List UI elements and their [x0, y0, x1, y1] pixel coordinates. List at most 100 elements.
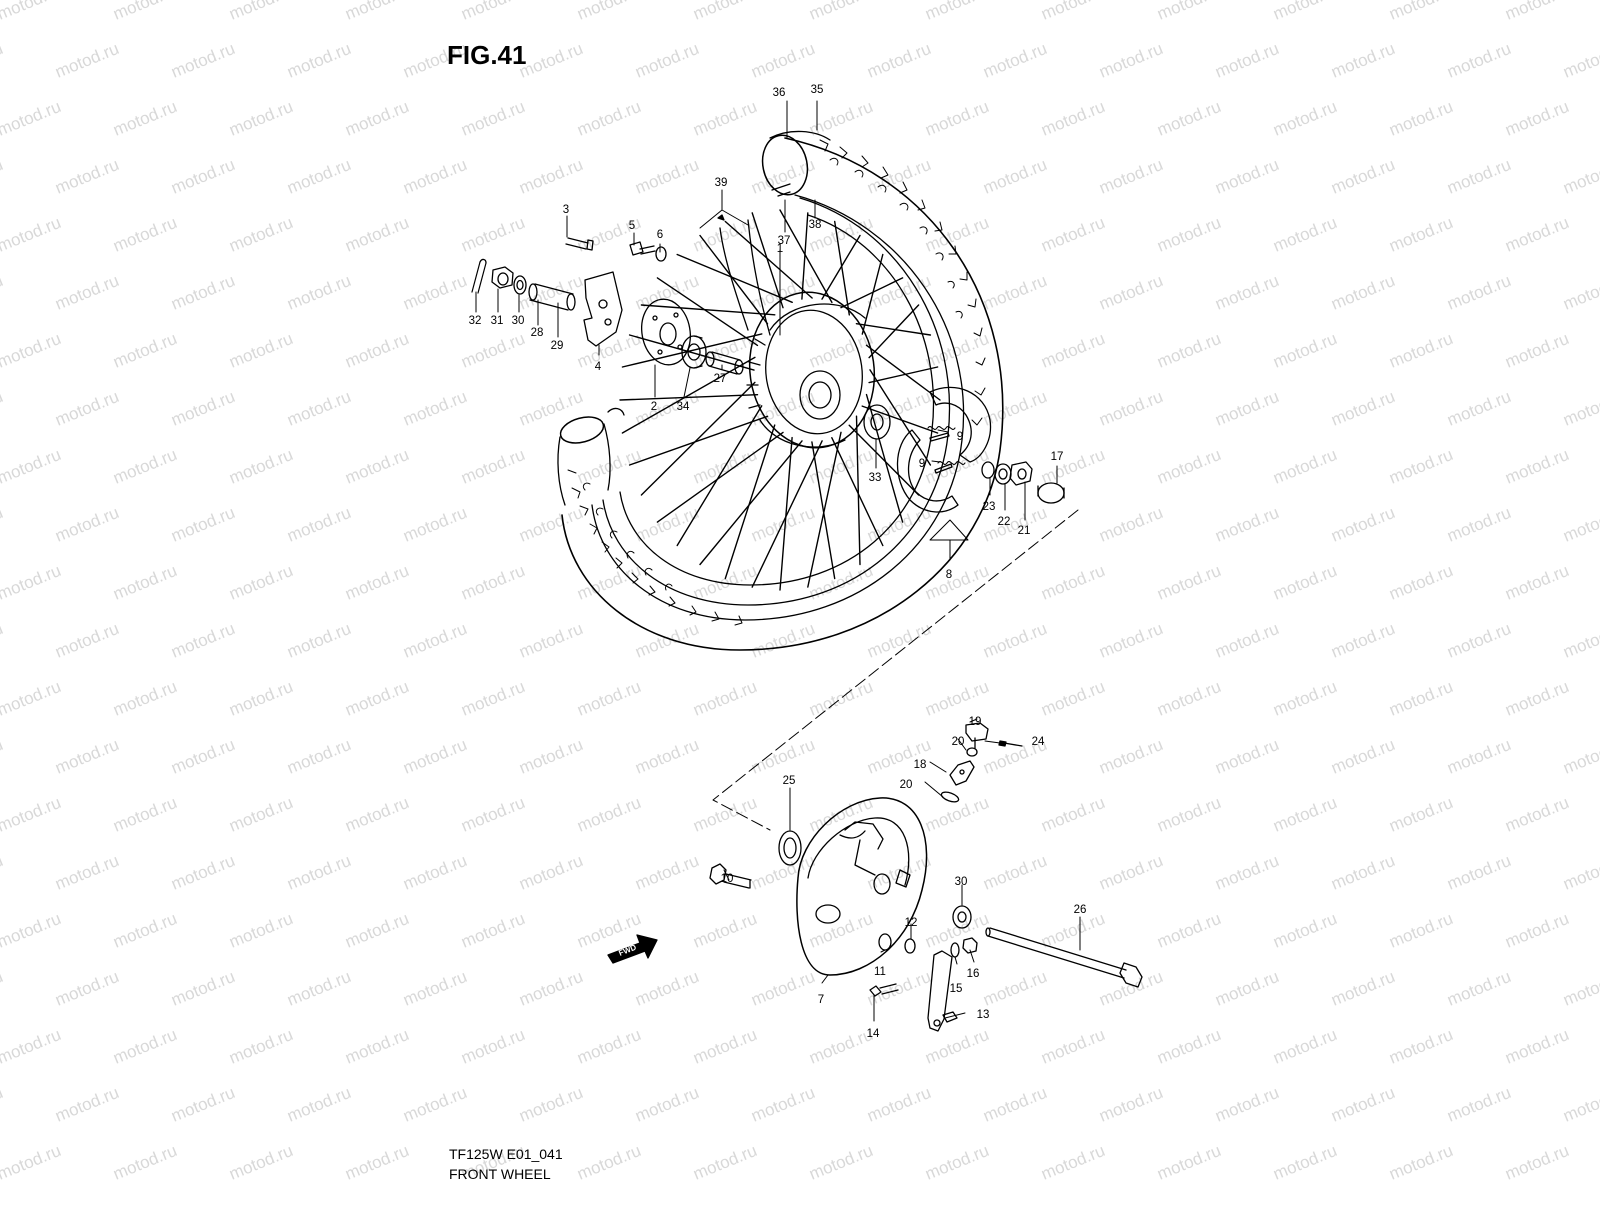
watermark-text: motod.ru: [284, 503, 353, 546]
watermark-text: motod.ru: [574, 0, 643, 24]
watermark-text: motod.ru: [1560, 387, 1600, 430]
watermark-text: motod.ru: [1096, 387, 1165, 430]
watermark-text: motod.ru: [1270, 677, 1339, 720]
watermark-text: motod.ru: [1502, 561, 1571, 604]
watermark-text: motod.ru: [1154, 0, 1223, 24]
watermark-text: motod.ru: [52, 967, 121, 1010]
watermark-text: motod.ru: [516, 387, 585, 430]
callout-label: 15: [950, 983, 963, 995]
watermark-text: motod.ru: [52, 387, 121, 430]
callout-label: 27: [714, 373, 727, 385]
watermark-text: motod.ru: [1444, 39, 1513, 82]
callout-label: 31: [491, 315, 504, 327]
leader-lines: [475, 100, 1081, 1022]
watermark-text: motod.ru: [168, 155, 237, 198]
watermark-text: motod.ru: [516, 39, 585, 82]
cable-adjuster-19: [965, 722, 989, 749]
watermark-text: motod.ru: [632, 967, 701, 1010]
nut-16: [962, 937, 978, 954]
watermark-text: motod.ru: [1560, 851, 1600, 894]
callout-label: 9: [919, 458, 925, 470]
watermark-text: motod.ru: [690, 1141, 759, 1184]
watermark-text: motod.ru: [516, 503, 585, 546]
watermark-text: motod.ru: [632, 155, 701, 198]
watermark-text: motod.ru: [168, 271, 237, 314]
watermark-text: motod.ru: [342, 213, 411, 256]
watermark-text: motod.ru: [458, 793, 527, 836]
callout-label: 37: [778, 235, 791, 247]
spring-9: [927, 426, 966, 465]
watermark-text: motod.ru: [632, 1083, 701, 1126]
callout-label: 39: [715, 177, 728, 189]
watermark-text: motod.ru: [0, 1141, 64, 1184]
watermark-text: motod.ru: [0, 1083, 6, 1126]
spoke: [656, 277, 759, 347]
watermark-text: motod.ru: [168, 1083, 237, 1126]
watermark-text: motod.ru: [284, 1083, 353, 1126]
watermark-text: motod.ru: [400, 1083, 469, 1126]
watermark-text: motod.ru: [1444, 967, 1513, 1010]
callout-label: 5: [629, 220, 635, 232]
watermark-text: motod.ru: [1560, 967, 1600, 1010]
watermark-text: motod.ru: [52, 1083, 121, 1126]
watermark-text: motod.ru: [690, 561, 759, 604]
tube-36: [761, 130, 831, 197]
watermark-text: motod.ru: [1444, 503, 1513, 546]
watermark-text: motod.ru: [980, 39, 1049, 82]
watermark-text: motod.ru: [1154, 1025, 1223, 1068]
watermark-text: motod.ru: [0, 0, 64, 24]
watermark-text: motod.ru: [168, 735, 237, 778]
watermark-text: motod.ru: [1560, 619, 1600, 662]
spoke: [676, 253, 793, 303]
watermark-text: motod.ru: [0, 1025, 64, 1068]
watermark-text: motod.ru: [168, 967, 237, 1010]
watermark-text: motod.ru: [1154, 213, 1223, 256]
spoke: [861, 405, 939, 434]
watermark-text: motod.ru: [1444, 851, 1513, 894]
watermark-text: motod.ru: [226, 445, 295, 488]
watermark-text: motod.ru: [574, 677, 643, 720]
watermark-text: motod.ru: [1386, 329, 1455, 372]
spoke: [628, 334, 755, 371]
watermark-text: motod.ru: [1096, 1083, 1165, 1126]
watermark-text: motod.ru: [52, 619, 121, 662]
sprocket-disc-2: [641, 298, 691, 366]
oil-seal-25: [778, 830, 802, 866]
watermark-text: motod.ru: [690, 1025, 759, 1068]
watermark-text: motod.ru: [806, 0, 875, 24]
watermark-text: motod.ru: [110, 213, 179, 256]
watermark-text: motod.ru: [0, 967, 6, 1010]
watermark-text: motod.ru: [1212, 1083, 1281, 1126]
watermark-text: motod.ru: [458, 97, 527, 140]
watermark-text: motod.ru: [284, 387, 353, 430]
spoke: [779, 209, 833, 304]
watermark-text: motod.ru: [1212, 39, 1281, 82]
watermark-text: motod.ru: [1560, 39, 1600, 82]
watermark-text: motod.ru: [690, 677, 759, 720]
spoke-set-39: [717, 214, 771, 336]
watermark-text: motod.ru: [52, 155, 121, 198]
washer-22: [994, 463, 1012, 485]
watermark-text: motod.ru: [864, 271, 933, 314]
watermark-text: motod.ru: [1444, 619, 1513, 662]
watermark-text: motod.ru: [1386, 793, 1455, 836]
watermark-text: motod.ru: [1560, 155, 1600, 198]
watermark-text: motod.ru: [1444, 387, 1513, 430]
spoke: [640, 381, 756, 496]
watermark-text: motod.ru: [226, 677, 295, 720]
watermark-text: motod.ru: [110, 445, 179, 488]
watermark-text: motod.ru: [342, 561, 411, 604]
watermark-text: motod.ru: [1154, 909, 1223, 952]
ring-12: [904, 938, 916, 954]
watermark-text: motod.ru: [0, 387, 6, 430]
watermark-text: motod.ru: [1038, 1141, 1107, 1184]
watermark-text: motod.ru: [226, 329, 295, 372]
callout-label: 30: [512, 315, 525, 327]
spacer-28: [528, 283, 576, 311]
watermark-text: motod.ru: [1154, 561, 1223, 604]
watermark-text: motod.ru: [1154, 445, 1223, 488]
callout-label: 13: [977, 1009, 990, 1021]
watermark-text: motod.ru: [1502, 677, 1571, 720]
